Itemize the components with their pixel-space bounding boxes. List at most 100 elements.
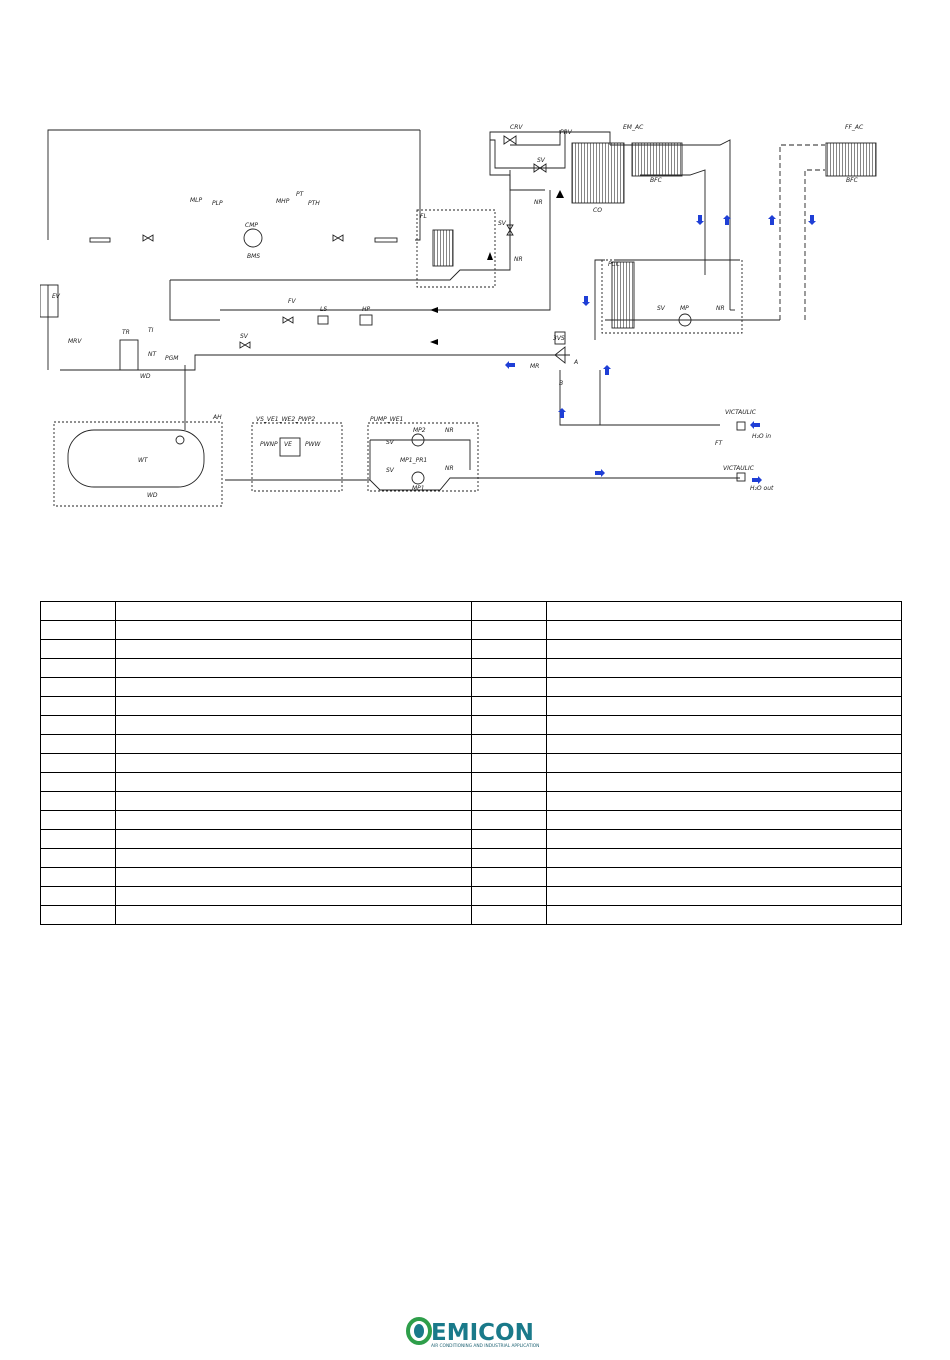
- logo-swoosh-icon: [406, 1317, 432, 1345]
- label-hp: HP: [362, 306, 371, 313]
- compressor-symbol: [243, 228, 263, 248]
- table-cell: [40, 734, 116, 754]
- label-mlp: MLP: [190, 197, 203, 204]
- table-cell: [546, 829, 902, 849]
- table-cell: [471, 810, 547, 830]
- label-cmp: CMP: [245, 222, 258, 229]
- table-cell: [471, 867, 547, 887]
- table-row: [40, 677, 902, 697]
- table-cell: [40, 810, 116, 830]
- logo-word: EMICON: [431, 1320, 534, 1346]
- table-cell: [546, 734, 902, 754]
- label-co: CO: [593, 207, 602, 214]
- chiller-frame: [601, 259, 743, 334]
- label-mp1: MP1: [412, 485, 425, 492]
- table-cell: [40, 639, 116, 659]
- table-row: [40, 791, 902, 811]
- label-pump-box: PUMP_WE1: [370, 416, 403, 423]
- label-fl: FL: [420, 213, 427, 220]
- table-cell: [115, 886, 472, 906]
- table-cell: [115, 601, 472, 621]
- table-cell: [40, 772, 116, 792]
- label-ti: TI: [148, 327, 154, 334]
- label-port-a: A: [573, 359, 578, 366]
- label-prv: PRV: [560, 129, 573, 136]
- table-row: [40, 829, 902, 849]
- table-cell: [546, 696, 902, 716]
- label-mp: MP: [680, 305, 689, 312]
- label-fv: FV: [288, 298, 296, 305]
- table-cell: [115, 620, 472, 640]
- legend-table: [40, 601, 902, 925]
- table-cell: [40, 658, 116, 678]
- label-ff-ac: FF_AC: [845, 124, 864, 131]
- label-sv-low: SV: [240, 333, 249, 340]
- suction-line: [47, 129, 420, 240]
- table-cell: [115, 772, 472, 792]
- label-crv: CRV: [510, 124, 523, 131]
- table-cell: [546, 848, 902, 868]
- label-ft: FT: [715, 440, 723, 447]
- flp-frame: [416, 209, 496, 288]
- label-pgm: PGM: [165, 355, 179, 362]
- label-mr: MR: [530, 363, 539, 370]
- table-row: [40, 810, 902, 830]
- table-cell: [471, 848, 547, 868]
- label-em-ac: EM_AC: [623, 124, 644, 131]
- table-cell: [40, 905, 116, 925]
- label-pump-sub: MP1_PR1: [400, 457, 427, 464]
- label-nt: NT: [148, 351, 157, 358]
- vessel-frame: [251, 422, 343, 492]
- table-cell: [471, 639, 547, 659]
- label-nr-p1: NR: [445, 465, 454, 472]
- table-cell: [115, 905, 472, 925]
- table-row: [40, 848, 902, 868]
- label-pcc: PCC: [608, 261, 621, 268]
- label-nr-top: NR: [534, 199, 543, 206]
- table-row: [40, 905, 902, 925]
- label-bms: BMS: [247, 253, 260, 260]
- table-row: [40, 715, 902, 735]
- label-pth: PTH: [308, 200, 320, 207]
- table-cell: [546, 601, 902, 621]
- table-cell: [40, 715, 116, 735]
- table-cell: [40, 791, 116, 811]
- label-nr-p2: NR: [445, 427, 454, 434]
- discharge-line: [415, 130, 421, 241]
- label-sv-p2: SV: [386, 439, 395, 446]
- table-cell: [115, 848, 472, 868]
- table-cell: [546, 715, 902, 735]
- table-row: [40, 601, 902, 621]
- table-cell: [115, 753, 472, 773]
- label-ev: EV: [52, 293, 61, 300]
- label-h2o-out: H₂O out: [750, 485, 774, 492]
- legend-table-body: [40, 601, 902, 925]
- label-nr-fc: NR: [716, 305, 725, 312]
- label-vessel-box: VS_VE1_WE2_PWP2: [256, 416, 315, 423]
- table-cell: [471, 715, 547, 735]
- label-mp2: MP2: [413, 427, 426, 434]
- label-port-b: B: [559, 380, 563, 387]
- label-tr: TR: [122, 329, 130, 336]
- label-sv-top: SV: [537, 157, 546, 164]
- table-row: [40, 867, 902, 887]
- table-cell: [40, 848, 116, 868]
- table-cell: [546, 639, 902, 659]
- table-cell: [115, 734, 472, 754]
- table-cell: [471, 905, 547, 925]
- table-cell: [471, 601, 547, 621]
- table-cell: [546, 677, 902, 697]
- table-cell: [115, 829, 472, 849]
- table-cell: [471, 791, 547, 811]
- table-cell: [115, 658, 472, 678]
- label-ve: VE: [284, 441, 292, 448]
- emicon-logo: EMICON AIR CONDITIONING AND INDUSTRIAL A…: [406, 1317, 539, 1349]
- table-cell: [40, 886, 116, 906]
- label-plp: PLP: [212, 200, 223, 207]
- label-3vs: 3VS: [553, 335, 565, 342]
- table-row: [40, 753, 902, 773]
- table-cell: [471, 658, 547, 678]
- table-cell: [546, 658, 902, 678]
- label-mhp: MHP: [276, 198, 290, 205]
- table-cell: [40, 753, 116, 773]
